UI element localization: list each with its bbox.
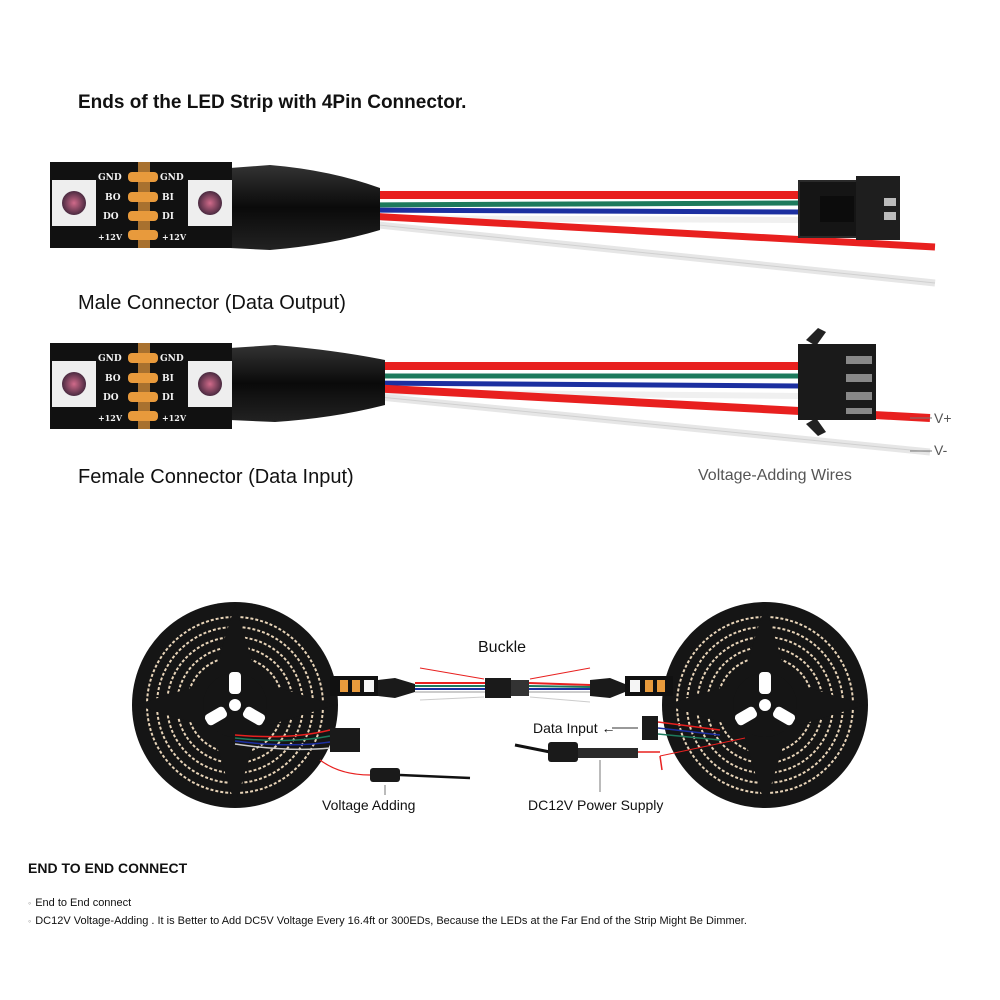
v-minus-label: V- [934,442,948,458]
pad-label-di: DI [162,212,174,222]
male-wires [339,191,936,287]
pad-label-gnd: GND [160,173,184,183]
male-strip-end: GND GND BO BI DO DI +12V +12V [50,162,232,248]
female-solder-pads: GND GND BO BI DO DI +12V +12V [98,353,187,423]
pad-label-bi: BI [162,193,174,203]
left-reel [132,602,338,808]
pad-label-bi: BI [162,374,174,384]
right-strip-tail [590,676,673,698]
voltage-adding-wiring [234,728,471,795]
male-heat-shrink-boot [230,165,380,250]
buckle-connector [419,667,591,703]
pad-label-do: DO [103,212,119,222]
data-input-label: Data Input ← [533,720,616,736]
pad-label-bo: BO [105,374,121,384]
female-connector-label: Female Connector (Data Input) [78,466,354,488]
female-strip-end: GND GND BO BI DO DI +12V +12V [50,343,232,429]
arrow-left-icon: ← [601,720,616,736]
list-item: End to End connect [28,897,747,909]
data-input-connector [612,716,746,757]
buckle-label: Buckle [478,639,527,656]
pad-label-do: DO [103,393,119,403]
pad-label-12v: +12V [98,232,123,242]
page-title: Ends of the LED Strip with 4Pin Connecto… [78,92,467,113]
pad-label-gnd: GND [98,173,122,183]
male-connector-label: Male Connector (Data Output) [78,292,346,314]
male-connector-assembly: GND GND BO BI DO DI +12V +12V [50,162,936,287]
voltage-adding-label: Voltage Adding [322,797,416,813]
left-strip-tail [330,676,485,698]
female-connector-assembly: GND GND BO BI DO DI +12V +12V [50,328,932,456]
pad-label-bo: BO [105,193,121,203]
pad-label-12v: +12V [162,232,187,242]
female-plug-housing [798,328,876,436]
male-plug-housing [798,176,900,240]
pad-label-gnd: GND [98,354,122,364]
notes-list: End to End connect DC12V Voltage-Adding … [28,897,747,933]
list-item: DC12V Voltage-Adding . It is Better to A… [28,915,747,927]
end-to-end-title: END TO END CONNECT [28,860,188,876]
data-input-text: Data Input [533,720,598,736]
right-reel [662,602,868,808]
voltage-adding-wires-label: Voltage-Adding Wires [698,467,852,484]
v-plus-label: V+ [934,410,952,426]
dc12v-power-cable [514,742,663,792]
female-heat-shrink-boot [230,345,385,422]
dc12v-power-supply-label: DC12V Power Supply [528,797,664,813]
male-solder-pads: GND GND BO BI DO DI +12V +12V [98,172,187,242]
pad-label-di: DI [162,393,174,403]
pad-label-gnd: GND [160,354,184,364]
pad-label-12v: +12V [162,413,187,423]
pad-label-12v: +12V [98,413,123,423]
